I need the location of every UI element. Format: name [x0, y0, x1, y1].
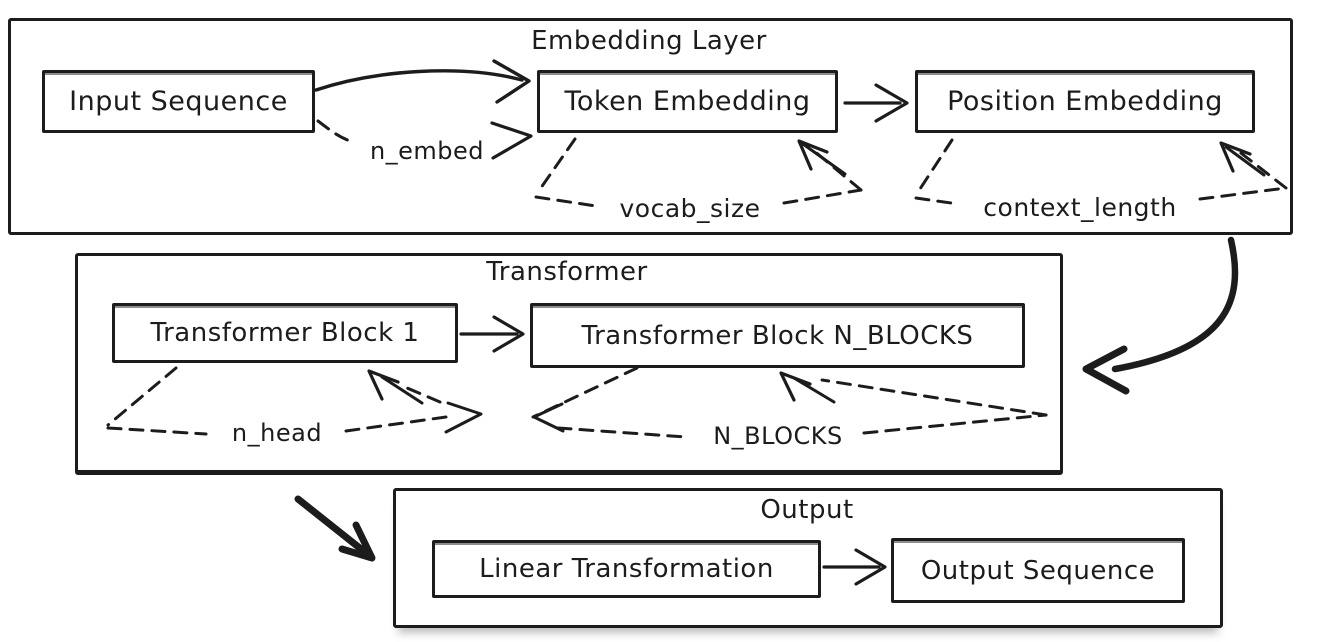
node-input-sequence-label: Input Sequence	[69, 86, 288, 117]
node-position-embedding-label: Position Embedding	[947, 86, 1223, 117]
arrowhead-transformer-to-output	[338, 521, 376, 562]
output-title: Output	[760, 495, 854, 525]
node-transformer-block-1: Transformer Block 1	[112, 303, 458, 363]
arrowhead-embedding-to-transformer	[1082, 345, 1130, 395]
param-n-embed: n_embed	[369, 137, 485, 165]
node-output-sequence-label: Output Sequence	[920, 555, 1156, 586]
node-token-embedding-label: Token Embedding	[564, 86, 811, 117]
node-transformer-block-1-label: Transformer Block 1	[150, 318, 420, 348]
embedding-layer-title: Embedding Layer	[531, 26, 767, 56]
node-position-embedding: Position Embedding	[915, 70, 1255, 133]
transformer-container	[75, 253, 1063, 475]
node-input-sequence: Input Sequence	[42, 70, 315, 133]
output-container	[393, 488, 1223, 628]
arrow-transformer-to-output	[294, 495, 370, 557]
param-context-length: context_length	[983, 193, 1177, 222]
node-transformer-block-n-label: Transformer Block N_BLOCKS	[581, 320, 974, 351]
param-n-head: n_head	[231, 419, 323, 447]
embedding-layer-container	[8, 18, 1293, 235]
node-transformer-block-n: Transformer Block N_BLOCKS	[530, 303, 1025, 368]
param-vocab-size: vocab_size	[619, 194, 761, 223]
transformer-title: Transformer	[486, 257, 648, 287]
node-output-sequence: Output Sequence	[891, 538, 1185, 603]
arrow-embedding-to-transformer	[1111, 236, 1239, 373]
node-linear-transformation: Linear Transformation	[432, 540, 821, 598]
node-token-embedding: Token Embedding	[537, 70, 838, 133]
param-n-blocks: N_BLOCKS	[713, 422, 843, 450]
node-linear-transformation-label: Linear Transformation	[479, 554, 774, 584]
